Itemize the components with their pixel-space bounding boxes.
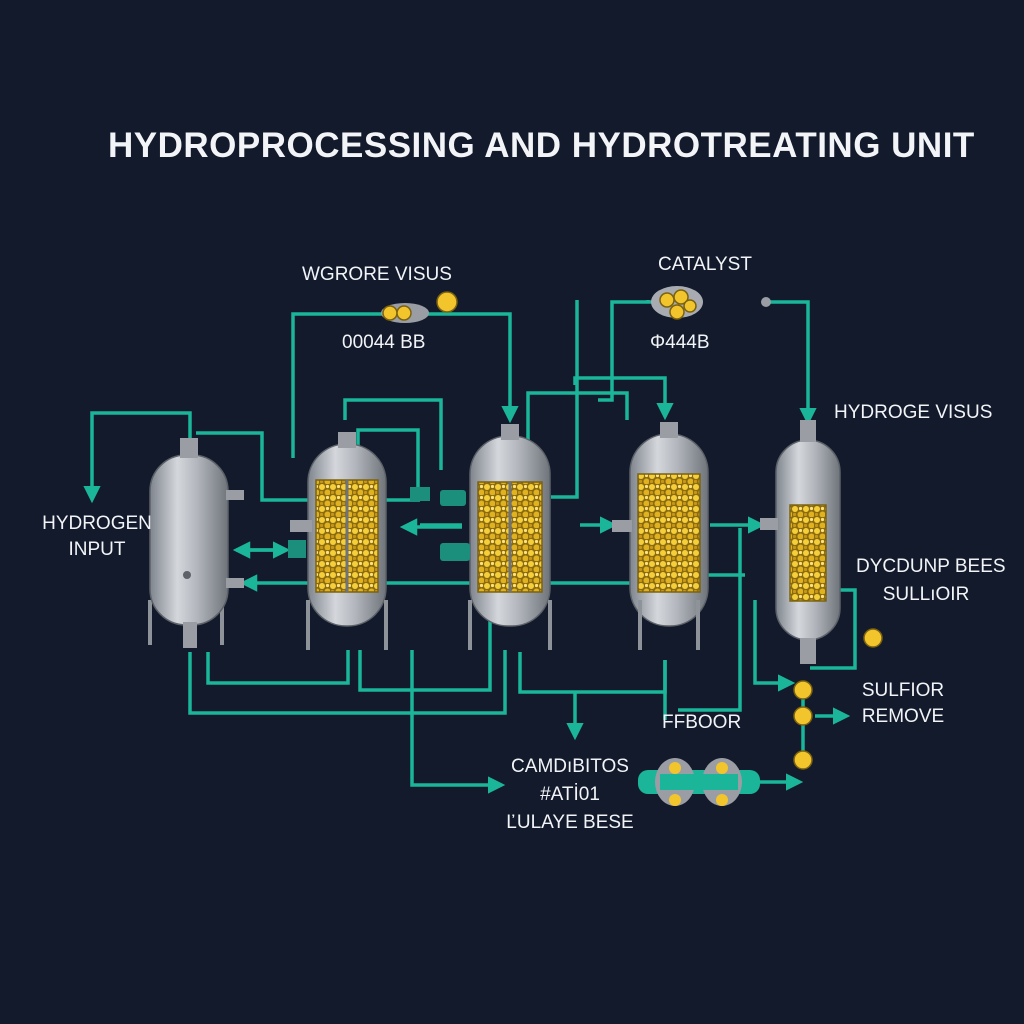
label-hydrogen-input-line2: INPUT	[68, 539, 126, 560]
diagram-title: HYDROPROCESSING AND HYDROTREATING UNIT	[108, 126, 975, 165]
pipe-v5-to-sulfur	[753, 600, 796, 692]
label-right-mid-line1: DYCDUNP BEES	[856, 556, 1006, 577]
reactor-2	[440, 424, 552, 650]
label-sulfur-line1: SULFIOR	[861, 680, 945, 701]
reactor-3	[612, 422, 709, 650]
pipe-v3-feed	[551, 300, 579, 499]
pipe-v5-out-loop	[810, 588, 857, 670]
label-bottom-left-line2: #ATİ01	[540, 784, 600, 805]
heat-exchanger	[638, 758, 760, 806]
pipe-right-loop	[678, 528, 742, 712]
reactor-1	[288, 432, 388, 650]
vessel-separator	[760, 420, 841, 664]
pipe-bottom-loop-4	[518, 652, 667, 694]
pipe-hydrogen-input-loop	[83, 411, 192, 504]
pipe-bottom-loop-1	[188, 650, 507, 715]
pipe-network	[83, 300, 857, 794]
pipe-inner-loop-b	[356, 428, 420, 500]
label-bottom-mid: FFBOOR	[662, 712, 742, 733]
label-right-top: HYDROGE VISUS	[834, 402, 993, 423]
label-bottom-left-line1: CAMDıBITOS	[511, 756, 629, 777]
label-top-left-code: 00044 BB	[342, 332, 426, 353]
pipe-catalyst-loop	[598, 300, 655, 402]
label-catalyst-code: Φ444B	[650, 332, 710, 353]
label-top-left-name: WGRORE VISUS	[302, 264, 452, 285]
pipe-mid-high	[573, 376, 674, 421]
vessel-hydrogen-receiver	[148, 438, 244, 648]
label-catalyst: CATALYST	[658, 254, 752, 275]
label-bottom-left-line3: ĽULAYE BESE	[506, 812, 634, 833]
pipe-bottom-loop-3	[358, 580, 492, 692]
label-right-mid-line2: SULLıOIR	[882, 584, 970, 605]
pipe-bottom-catalyst	[410, 650, 506, 794]
pipe-right-top	[770, 300, 817, 426]
pipe-bottom-loop-2	[206, 650, 350, 685]
label-sulfur-line2: REMOVE	[861, 706, 945, 727]
pipe-inner-loop-a	[343, 398, 443, 470]
label-hydrogen-input-line1: HYDROGEN	[42, 513, 152, 534]
valve-balls	[381, 286, 883, 770]
